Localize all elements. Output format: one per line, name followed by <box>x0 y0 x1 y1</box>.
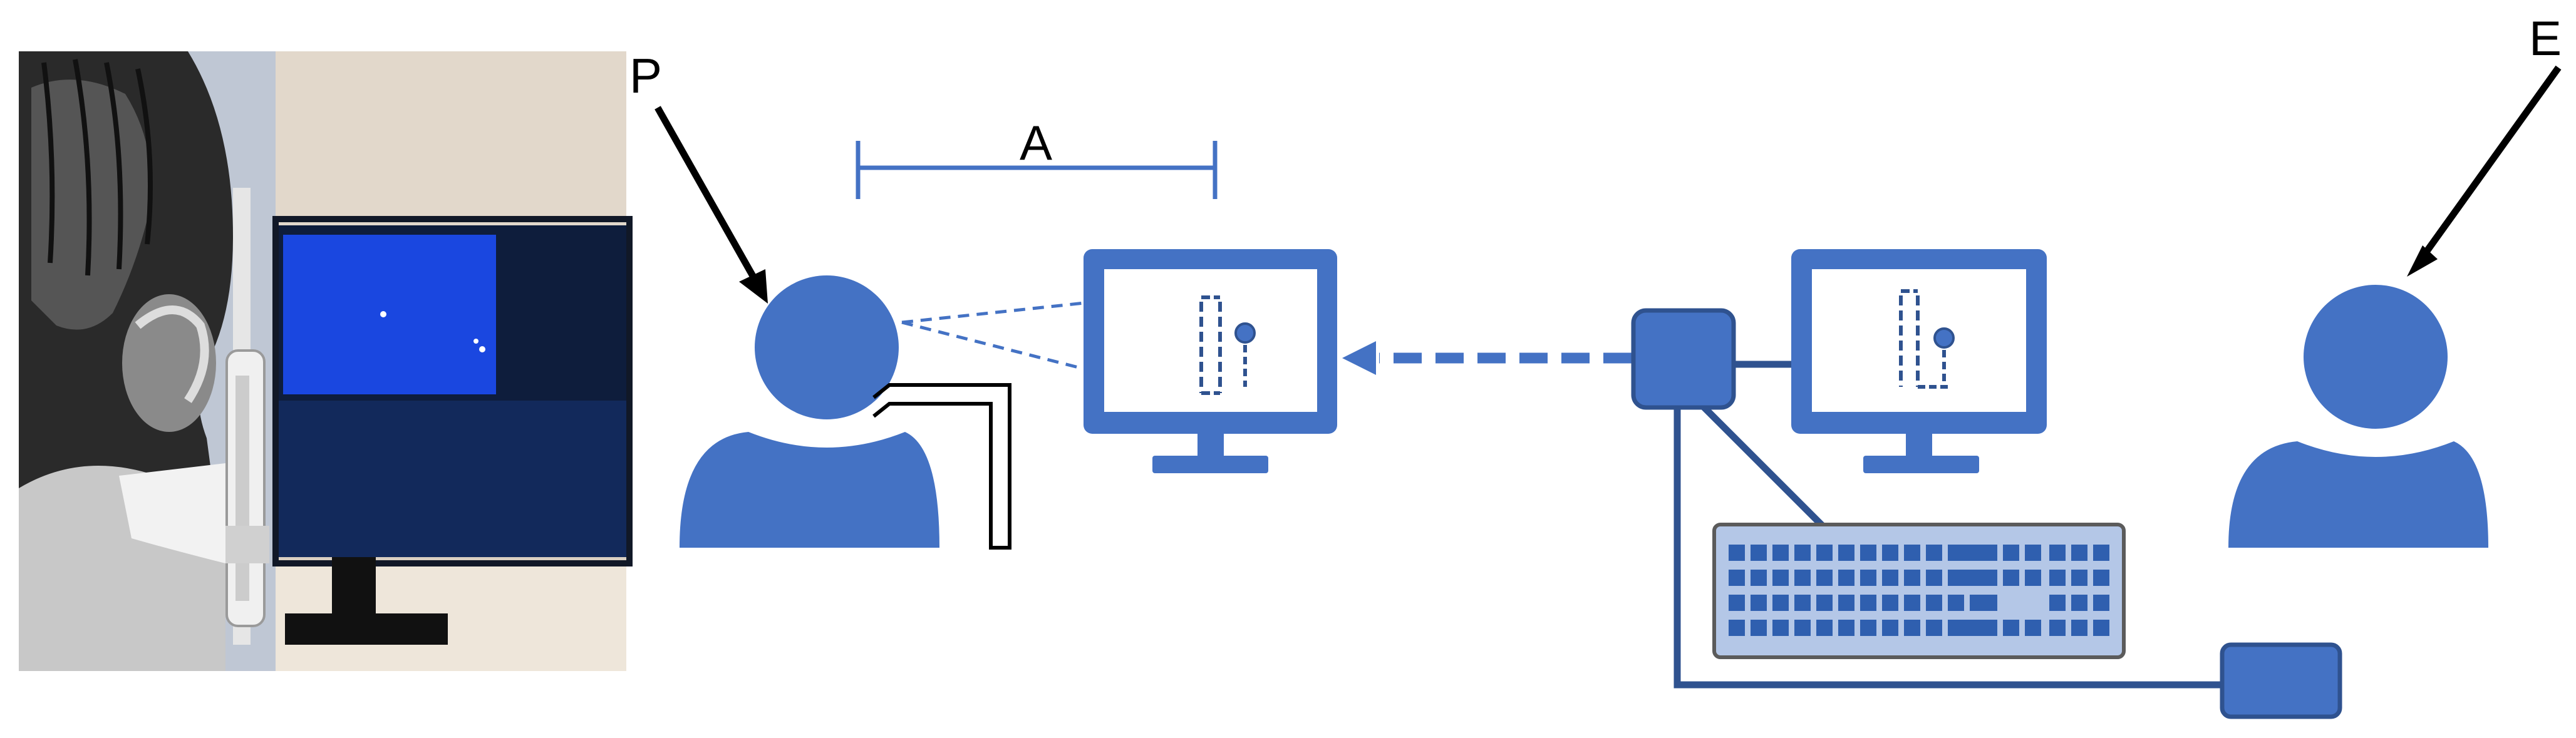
experimenter-person-icon <box>2228 285 2488 548</box>
keyboard-key <box>1981 545 1997 561</box>
keyboard-key <box>1772 570 1789 586</box>
experimenter-arrowhead <box>2407 245 2438 277</box>
keyboard-key <box>1816 545 1833 561</box>
computer-box-icon <box>1631 308 1736 410</box>
keyboard-key <box>1981 595 1997 611</box>
keyboard-key <box>1948 595 1964 611</box>
chinrest-icon <box>872 383 1011 550</box>
keyboard-key <box>1959 545 1975 561</box>
keyboard-key <box>1772 595 1789 611</box>
response-box-icon <box>2220 642 2342 719</box>
display-signal-arrow <box>1342 341 1632 375</box>
keyboard-key <box>1926 620 1942 636</box>
keyboard-key <box>2071 570 2087 586</box>
cables <box>1673 361 2225 689</box>
participant-monitor-icon <box>1084 249 1337 473</box>
keyboard-key <box>2071 595 2087 611</box>
distance-bracket: A <box>856 115 1218 199</box>
keyboard-icon <box>1712 523 2126 659</box>
keyboard-key <box>1959 570 1975 586</box>
keyboard-key <box>2049 620 2066 636</box>
keyboard-key <box>2071 620 2087 636</box>
keyboard-key <box>1959 620 1975 636</box>
experimenter-arrow <box>2418 65 2562 262</box>
keyboard-key <box>2025 570 2041 586</box>
keyboard-key <box>1904 570 1920 586</box>
keyboard-key <box>1882 620 1898 636</box>
keyboard-key <box>2093 570 2109 586</box>
keyboard-key <box>1926 595 1942 611</box>
participant-arrowhead <box>739 269 768 304</box>
keyboard-key <box>1838 545 1854 561</box>
keyboard-key <box>1981 620 1997 636</box>
experimenter-monitor-icon <box>1791 249 2047 473</box>
keyboard-key <box>1838 570 1854 586</box>
keyboard-key <box>1816 595 1833 611</box>
keyboard-key <box>1794 570 1811 586</box>
keyboard-key <box>2093 545 2109 561</box>
keyboard-key <box>1882 545 1898 561</box>
keyboard-key <box>1882 570 1898 586</box>
participant-label: P <box>629 48 662 103</box>
keyboard-key <box>1816 620 1833 636</box>
keyboard-key <box>1751 595 1767 611</box>
keyboard-key <box>1904 595 1920 611</box>
keyboard-key <box>1751 620 1767 636</box>
keyboard-key <box>2093 620 2109 636</box>
keyboard-key <box>2071 545 2087 561</box>
keyboard-key <box>1838 595 1854 611</box>
keyboard-key <box>1860 545 1876 561</box>
keyboard-key <box>2025 545 2041 561</box>
keyboard-key <box>2093 595 2109 611</box>
experimenter-label: E <box>2529 11 2562 66</box>
keyboard-key <box>2003 545 2019 561</box>
participant-person-icon <box>680 275 939 548</box>
keyboard-key <box>1904 620 1920 636</box>
keyboard-key <box>1794 620 1811 636</box>
keyboard-key <box>1860 620 1876 636</box>
keyboard-key <box>2025 620 2041 636</box>
keyboard-key <box>2049 595 2066 611</box>
keyboard-key <box>2049 570 2066 586</box>
keyboard-key <box>1794 545 1811 561</box>
keyboard-key <box>1729 595 1745 611</box>
keyboard-key <box>2003 620 2019 636</box>
keyboard-key <box>1772 545 1789 561</box>
keyboard-key <box>1729 620 1745 636</box>
keyboard-key <box>1882 595 1898 611</box>
keyboard-key <box>1729 545 1745 561</box>
keyboard-key <box>1751 570 1767 586</box>
distance-label: A <box>1020 115 1052 170</box>
keyboard-key <box>2049 545 2066 561</box>
participant-at-monitor-photo <box>19 51 633 671</box>
keyboard-key <box>1772 620 1789 636</box>
keyboard-key <box>1838 620 1854 636</box>
keyboard-key <box>1981 570 1997 586</box>
participant-arrow <box>654 106 761 287</box>
keyboard-key <box>1729 570 1745 586</box>
keyboard-key <box>1816 570 1833 586</box>
keyboard-key <box>1860 570 1876 586</box>
keyboard-key <box>1860 595 1876 611</box>
keyboard-key <box>1904 545 1920 561</box>
keyboard-key <box>1794 595 1811 611</box>
keyboard-key <box>2003 570 2019 586</box>
keyboard-key <box>1926 545 1942 561</box>
keyboard-key <box>1751 545 1767 561</box>
keyboard-key <box>1926 570 1942 586</box>
